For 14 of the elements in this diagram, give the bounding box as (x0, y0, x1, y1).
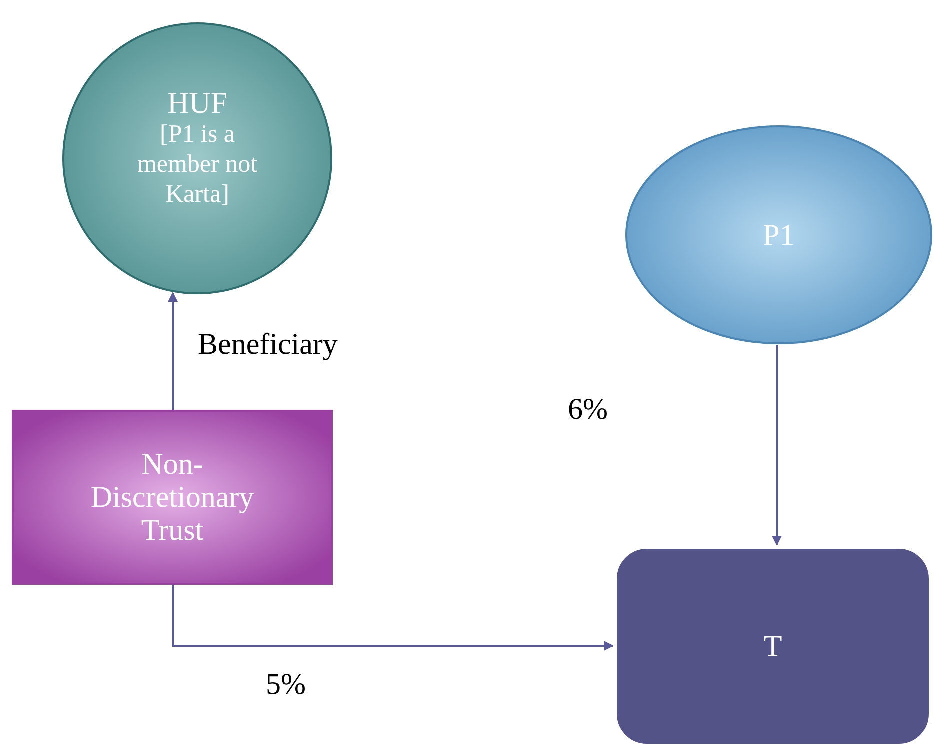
ellipse-node (62, 22, 333, 295)
process-box (12, 410, 333, 585)
arrow (172, 585, 614, 651)
arrow (168, 292, 178, 410)
node-label: HUF (167, 87, 228, 120)
percentage-label: 6% (568, 393, 608, 427)
node-label: P1 (763, 218, 795, 252)
node-note: [P1 is a member not Karta] (136, 120, 259, 210)
node-label: T (764, 630, 782, 663)
edge-label: Beneficiary (198, 328, 338, 362)
arrow (772, 345, 782, 546)
node-label: Non-Discretionary Trust (90, 448, 256, 547)
ellipse-node (625, 125, 933, 345)
edge-label: 5% (266, 668, 306, 702)
